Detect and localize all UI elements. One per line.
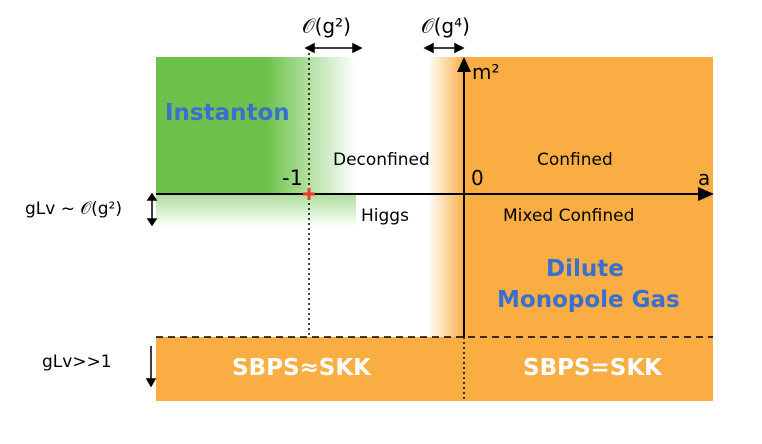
x-axis-label: a	[698, 166, 711, 190]
g2-scale-arrow	[304, 42, 363, 54]
sbps-approx-skk-formula: SBPS≈SKK	[232, 355, 371, 381]
instanton-region-fade	[156, 194, 356, 228]
monopole-gas-label: Monopole Gas	[497, 287, 680, 313]
instanton-label: Instanton	[165, 100, 290, 126]
glv-small-arrow	[146, 192, 158, 227]
mixed-confined-label: Mixed Confined	[503, 206, 635, 226]
glv-large-arrow	[145, 346, 157, 388]
g4-scale-arrow	[423, 42, 465, 54]
y-axis-arrowhead	[457, 57, 471, 72]
dilute-label: Dilute	[546, 256, 624, 282]
x-axis-arrowhead	[698, 187, 714, 201]
instanton-region	[156, 57, 356, 194]
confined-label: Confined	[537, 150, 613, 170]
orange-fade-edge	[428, 57, 465, 337]
g4-scale-label: 𝒪(g⁴)	[421, 14, 470, 38]
higgs-label: Higgs	[361, 206, 409, 226]
y-axis-label: m²	[472, 60, 500, 84]
deconfined-label: Deconfined	[333, 150, 430, 170]
tick-minus-one-label: -1	[282, 166, 303, 190]
confined-region	[464, 57, 713, 337]
glv-small-label: gLv ~ 𝒪(g²)	[25, 199, 122, 219]
bottom-band	[156, 337, 713, 401]
origin-label: 0	[471, 166, 484, 190]
critical-point-marker	[303, 188, 315, 200]
g2-scale-label: 𝒪(g²)	[302, 14, 351, 38]
glv-large-label: gLv>>1	[42, 352, 112, 372]
sbps-equals-skk-formula: SBPS=SKK	[523, 355, 662, 381]
